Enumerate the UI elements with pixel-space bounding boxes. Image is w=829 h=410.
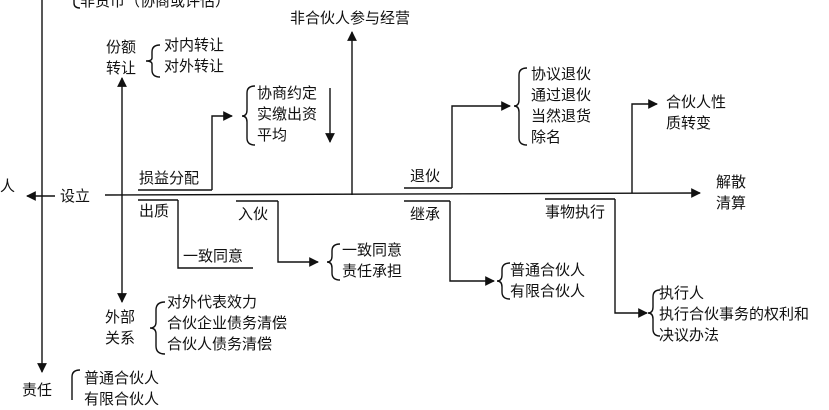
withdrawal-item: 当然退货 xyxy=(531,107,592,125)
share-transfer-label: 份额 转让 xyxy=(106,37,136,79)
inheritance-items: 普通合伙人 有限合伙人 xyxy=(510,260,585,302)
withdrawal-label: 退伙 xyxy=(410,167,441,185)
affairs-arrow xyxy=(614,199,648,318)
capital-connector xyxy=(177,200,253,269)
external-label: 外部 关系 xyxy=(105,307,135,349)
liability-items: 普通合伙人 有限合伙人 xyxy=(84,368,159,410)
profit-loss-item: 协商约定 xyxy=(257,84,318,102)
inheritance-item: 有限合伙人 xyxy=(510,282,586,300)
external-items: 对外代表效力 合伙企业债务清偿 合伙人债务清偿 xyxy=(167,292,287,355)
profit-loss-item: 实缴出资 xyxy=(257,105,318,123)
dissolution-line-2: 清算 xyxy=(716,194,747,212)
capital-item: 一致同意 xyxy=(183,247,244,265)
profit-loss-item: 平均 xyxy=(257,126,288,144)
external-line-2: 关系 xyxy=(105,329,136,347)
partnership-mind-map: 非货币（协商或评估） 人 设立 解散 清算 非合伙人参与经营 份额 转让 对内转… xyxy=(0,0,809,408)
profit-loss-bracket xyxy=(241,85,256,146)
external-line-1: 外部 xyxy=(105,308,136,326)
external-item: 对外代表效力 xyxy=(167,293,258,311)
liability-bracket xyxy=(71,369,81,400)
affairs-items: 执行人 执行合伙事务的权利和 决议办法 xyxy=(659,283,809,346)
non-partner-label: 非合伙人参与经营 xyxy=(290,9,411,27)
share-transfer-line-1: 份额 xyxy=(106,38,137,56)
withdrawal-item: 除名 xyxy=(531,128,562,146)
withdrawal-item: 通过退伙 xyxy=(531,86,592,104)
affairs-item: 决议办法 xyxy=(659,326,720,344)
inheritance-bracket xyxy=(496,262,511,300)
external-item: 合伙企业债务清偿 xyxy=(167,314,288,332)
external-bracket xyxy=(149,301,166,355)
left-cut-text: 人 xyxy=(0,177,16,195)
nature-change-arrow xyxy=(631,99,658,193)
nature-change-label: 合伙人性 质转变 xyxy=(666,92,726,134)
profit-loss-label: 损益分配 xyxy=(139,169,200,187)
withdrawal-arrow xyxy=(451,101,511,188)
share-transfer-line-2: 转让 xyxy=(106,59,137,77)
establish-label: 设立 xyxy=(60,187,91,205)
share-transfer-items: 对内转让 对外转让 xyxy=(164,35,224,77)
admission-item: 一致同意 xyxy=(342,241,403,259)
affairs-label: 事物执行 xyxy=(545,203,606,221)
inheritance-arrow xyxy=(449,201,495,286)
admission-label: 入伙 xyxy=(238,205,269,223)
affairs-item: 执行合伙事务的权利和 xyxy=(659,305,810,323)
affairs-bracket xyxy=(647,289,661,337)
inheritance-item: 普通合伙人 xyxy=(510,261,586,279)
main-axis xyxy=(104,188,701,198)
admission-item: 责任承担 xyxy=(342,262,403,280)
external-item: 合伙人债务清偿 xyxy=(167,335,273,353)
nature-change-line-1: 合伙人性 xyxy=(666,93,727,111)
top-cut-text: 非货币（协商或评估） xyxy=(80,0,231,10)
admission-bracket xyxy=(326,243,341,281)
profit-loss-items: 协商约定 实缴出资 平均 xyxy=(257,83,317,146)
affairs-item: 执行人 xyxy=(659,284,705,302)
nature-change-line-2: 质转变 xyxy=(666,114,712,132)
inheritance-label: 继承 xyxy=(410,205,441,223)
share-transfer-bracket xyxy=(145,44,161,78)
withdrawal-bracket xyxy=(513,67,528,146)
dissolution-line-1: 解散 xyxy=(716,173,747,191)
liability-item: 普通合伙人 xyxy=(84,369,160,387)
admission-arrow xyxy=(277,201,319,267)
liability-label: 责任 xyxy=(22,381,53,399)
withdrawal-items: 协议退伙 通过退伙 当然退货 除名 xyxy=(531,64,591,148)
dissolution-label: 解散 清算 xyxy=(716,172,746,214)
share-transfer-item: 对内转让 xyxy=(164,36,225,54)
capital-label: 出质 xyxy=(139,202,170,220)
withdrawal-item: 协议退伙 xyxy=(531,65,592,83)
share-transfer-item: 对外转让 xyxy=(164,57,225,75)
admission-items: 一致同意 责任承担 xyxy=(342,240,402,282)
profit-loss-arrow xyxy=(211,111,233,190)
connector-lines xyxy=(26,0,701,400)
top-cut-bracket xyxy=(73,0,81,9)
